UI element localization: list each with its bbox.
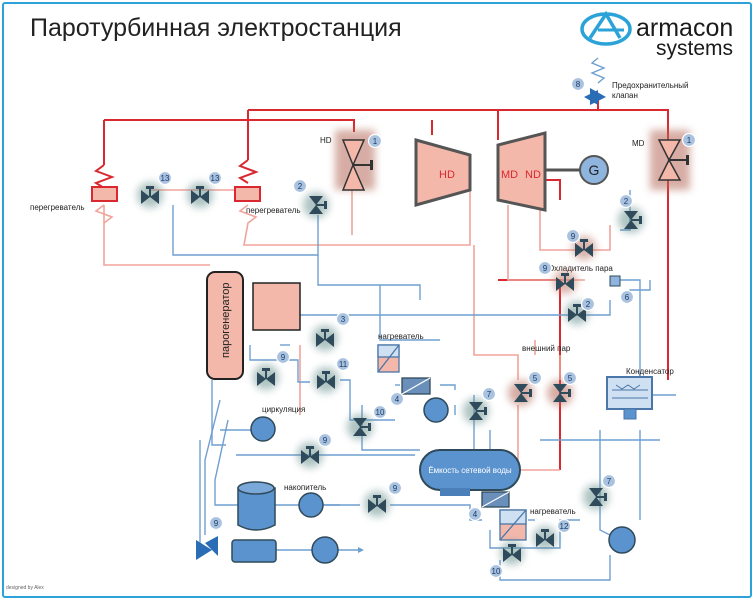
turbine-nd-label: ND [525,169,541,181]
badge-6: 6 [625,293,630,302]
valve-5-left[interactable] [508,380,534,406]
network-water-tank [419,449,521,496]
badge-4-a: 4 [395,395,400,404]
valve-10-bottom[interactable] [500,541,524,565]
turbine-md-label: MD [501,169,518,181]
badge-1-hd: 1 [373,137,378,146]
accumulator-tank [237,481,276,531]
logo-mark-icon [580,10,632,46]
badge-11: 11 [339,360,348,369]
relief-valve-label-1: Предохранительный [612,81,689,90]
heater-top [377,344,400,373]
circulation-pump-icon[interactable] [250,416,276,442]
page-title: Паротурбинная электростанция [30,14,402,42]
steam-generator-label: парогенератор [220,282,232,358]
condenser-label: Конденсатор [626,367,674,376]
supply-pump-icon[interactable] [311,536,339,564]
superheater-left-label: перегреватель [30,203,85,212]
valve-9-accumulator[interactable] [364,491,390,517]
relief-valve[interactable] [584,57,606,105]
turbine-hd-label: HD [439,169,455,181]
turbine-md-nd [496,131,547,212]
badge-2-a: 2 [298,182,303,191]
generator-label: G [589,162,600,178]
valve-13-left[interactable] [137,182,163,208]
heater-bottom-label: нагреватель [530,507,576,516]
tank-label: Ёмкость сетевой воды [428,466,512,475]
badge-9-c: 9 [281,353,286,362]
md-main-valve[interactable] [650,130,690,190]
steam-cooler-icon [609,275,621,287]
badge-9-b: 9 [543,264,548,273]
badge-4-b: 4 [473,510,478,519]
credit-text: designed by Alex [6,585,44,591]
valve-3[interactable] [312,325,338,351]
valve-7-top[interactable] [463,398,489,424]
badge-9-d: 9 [323,436,328,445]
heater-bottom [499,509,527,541]
logo-sub: systems [656,37,734,60]
condenser [606,376,653,420]
generator-icon [579,155,609,185]
circulation-label: циркуляция [262,405,305,414]
heat-exchanger-bottom [481,491,510,508]
badge-13-b: 13 [211,174,220,183]
badge-10-b: 10 [492,567,501,576]
accumulator-pump-icon[interactable] [298,492,324,518]
valve-9-mid[interactable] [297,442,323,468]
valve-2-right[interactable] [618,207,644,233]
boiler-box [252,282,301,331]
outflow-arrow-icon [358,547,364,553]
badge-2-b: 2 [624,197,629,206]
relief-valve-label-2: клапан [612,91,638,100]
valve-9-cooler-a[interactable] [572,236,596,260]
heater-top-label: нагреватель [378,332,424,341]
valve-12[interactable] [533,526,557,550]
badge-5-b: 5 [568,374,573,383]
valve-9-inlet[interactable] [196,536,218,560]
accumulator-label: накопитель [284,483,326,492]
badge-9-f: 9 [214,519,219,528]
badge-9-a: 9 [571,232,576,241]
superheater-right-label: перегреватель [246,206,301,215]
supply-unit [231,539,277,563]
badge-3: 3 [341,315,346,324]
steam-cooler-label: Охладитель пара [548,264,613,273]
heat-exchanger-top [401,377,431,395]
md-valve-label: MD [632,139,645,148]
badge-7-a: 7 [487,390,492,399]
badge-5-a: 5 [533,374,538,383]
condensate-pump-icon[interactable] [608,526,636,554]
valve-11[interactable] [313,367,339,393]
valve-9-left[interactable] [253,364,279,390]
logo-brand: armacon [636,14,734,42]
valve-13-right[interactable] [187,182,213,208]
badge-1-md: 1 [687,136,692,145]
badge-10-a: 10 [376,408,385,417]
badge-12: 12 [560,522,569,531]
badge-7-b: 7 [607,477,612,486]
badge-8: 8 [576,80,581,89]
pump-mid-icon[interactable] [423,397,449,423]
valve-7-bottom[interactable] [583,484,609,510]
superheater-right [234,186,261,202]
valve-9-cooler-b[interactable] [553,270,577,294]
badge-2-c: 2 [586,300,591,309]
superheater-left [91,186,118,202]
valve-5-right[interactable] [547,380,573,406]
valve-2-left[interactable] [303,192,329,218]
badge-9-e: 9 [393,484,398,493]
turbine-hd [414,138,472,207]
badge-13-a: 13 [161,174,170,183]
number-badges: 8 1 1 13 13 2 2 9 9 2 6 3 9 11 4 7 10 5 … [157,76,697,579]
external-steam-label: внешний пар [522,344,571,353]
hd-valve-label: HD [320,136,332,145]
valve-10-top[interactable] [347,414,373,440]
steam-generator [206,271,244,380]
